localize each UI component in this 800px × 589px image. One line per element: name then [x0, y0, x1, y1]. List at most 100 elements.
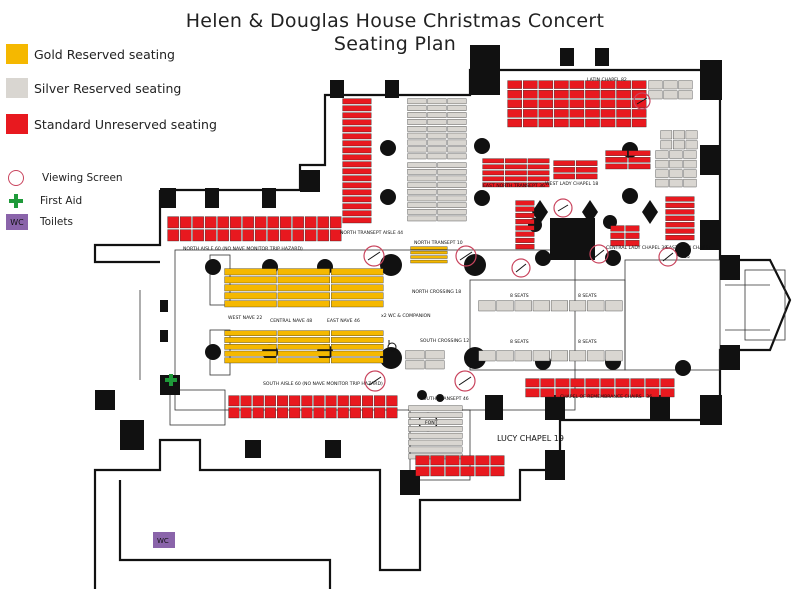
seat-row — [554, 80, 569, 89]
seat-row — [610, 225, 625, 232]
seat-row — [569, 300, 587, 312]
seating-block-east-north-transept — [482, 158, 550, 188]
legend-first-aid-label: First Aid — [40, 195, 83, 207]
seat-row — [663, 90, 678, 100]
seat-row — [342, 126, 372, 133]
seat-row — [410, 246, 448, 250]
viewing-screen-icon — [364, 370, 386, 392]
seat-row — [405, 350, 425, 360]
seat-row — [277, 276, 330, 284]
seat-row — [554, 99, 569, 108]
seat-row — [615, 378, 630, 388]
seat-row — [628, 157, 651, 163]
viewing-screens — [363, 92, 678, 392]
seat-row — [447, 105, 467, 111]
seat-row — [277, 357, 330, 364]
seat-row — [447, 146, 467, 153]
seat-row — [427, 105, 447, 111]
seat-row — [204, 216, 217, 229]
seat-row — [407, 132, 427, 139]
seat-row — [437, 175, 467, 182]
label-east-lady-chapel-num: 35 — [684, 254, 690, 260]
legend-standard: Standard Unreserved seating — [6, 114, 217, 134]
seat-row — [630, 378, 645, 388]
seat-row — [475, 455, 490, 466]
seat-row — [673, 130, 685, 140]
label-west-lady-chapel: WEST LADY CHAPEL 18 — [545, 181, 598, 187]
seating-block-east-lady-chapel — [665, 196, 695, 241]
first-aid-icon — [9, 194, 23, 208]
seat-row — [523, 109, 538, 118]
seat-row — [325, 407, 337, 419]
seat-row — [224, 337, 277, 343]
label-west-nave: WEST NAVE 22 — [228, 315, 262, 321]
seat-row — [407, 153, 427, 160]
seat-row — [349, 407, 361, 419]
seat-row — [362, 407, 374, 419]
seat-row — [490, 455, 505, 466]
seat-row — [407, 169, 437, 175]
seat-row — [631, 109, 647, 118]
legend-first-aid: First Aid — [6, 194, 82, 208]
seat-row — [514, 350, 532, 362]
legend-standard-label: Standard Unreserved seating — [34, 116, 217, 132]
label-north-crossing: NORTH CROSSING 18 — [412, 289, 461, 295]
seat-row — [532, 350, 550, 362]
seat-row — [600, 388, 615, 398]
seat-row — [407, 105, 427, 111]
seat-row — [301, 407, 313, 419]
seat-row — [665, 228, 695, 234]
seat-row — [342, 112, 372, 119]
seat-row — [655, 150, 669, 159]
seat-row — [277, 268, 330, 276]
seat-row — [527, 164, 550, 170]
seating-block-north-transept-aisle — [342, 98, 372, 224]
seat-row — [277, 344, 330, 350]
label-east-north-transept: EAST NORTH TRANSEPT 36 — [483, 183, 545, 189]
seat-row — [505, 170, 527, 176]
seat-row — [587, 300, 605, 312]
seat-row — [445, 455, 460, 466]
seat-row — [374, 395, 386, 407]
seat-row — [555, 388, 570, 398]
seating-block-nave-gold — [224, 268, 384, 308]
label-east-lady-chapel: EAST LADY CHAPEL — [666, 245, 711, 251]
seat-row — [331, 284, 384, 292]
toilets-badge: WC — [6, 214, 28, 230]
seat-row — [289, 395, 301, 407]
seat-row — [645, 388, 660, 398]
seat-row — [631, 118, 647, 128]
seat-row — [331, 300, 384, 308]
seat-row — [410, 255, 448, 259]
first-aid-marker — [165, 374, 177, 386]
seat-row — [527, 176, 550, 182]
seat-row — [292, 229, 304, 242]
seat-row — [515, 206, 535, 212]
seat-row — [648, 80, 663, 90]
seat-row — [407, 112, 427, 118]
seat-row — [538, 90, 554, 99]
seat-row — [217, 216, 229, 229]
seat-row — [447, 153, 467, 160]
seat-row — [427, 153, 447, 160]
seat-row — [625, 225, 640, 232]
label-central-lady-chapel: CENTRAL LADY CHAPEL 38 — [606, 245, 667, 251]
seat-row — [437, 189, 467, 195]
seating-block-north-transept-silver-2 — [407, 162, 467, 222]
seat-row — [669, 150, 683, 159]
seat-row — [407, 98, 427, 105]
seat-row — [507, 90, 522, 99]
seat-row — [252, 407, 264, 419]
seat-row — [585, 109, 600, 118]
seat-row — [554, 118, 569, 128]
seat-row — [660, 388, 675, 398]
seat-row — [616, 80, 631, 89]
seat-row — [683, 159, 697, 169]
viewing-screen-icon — [633, 92, 651, 110]
seat-row — [665, 209, 695, 215]
seat-row — [229, 229, 242, 242]
building-walls-thin — [139, 249, 786, 481]
seat-row — [683, 169, 697, 178]
seat-row — [204, 229, 217, 242]
seat-row — [331, 337, 384, 343]
